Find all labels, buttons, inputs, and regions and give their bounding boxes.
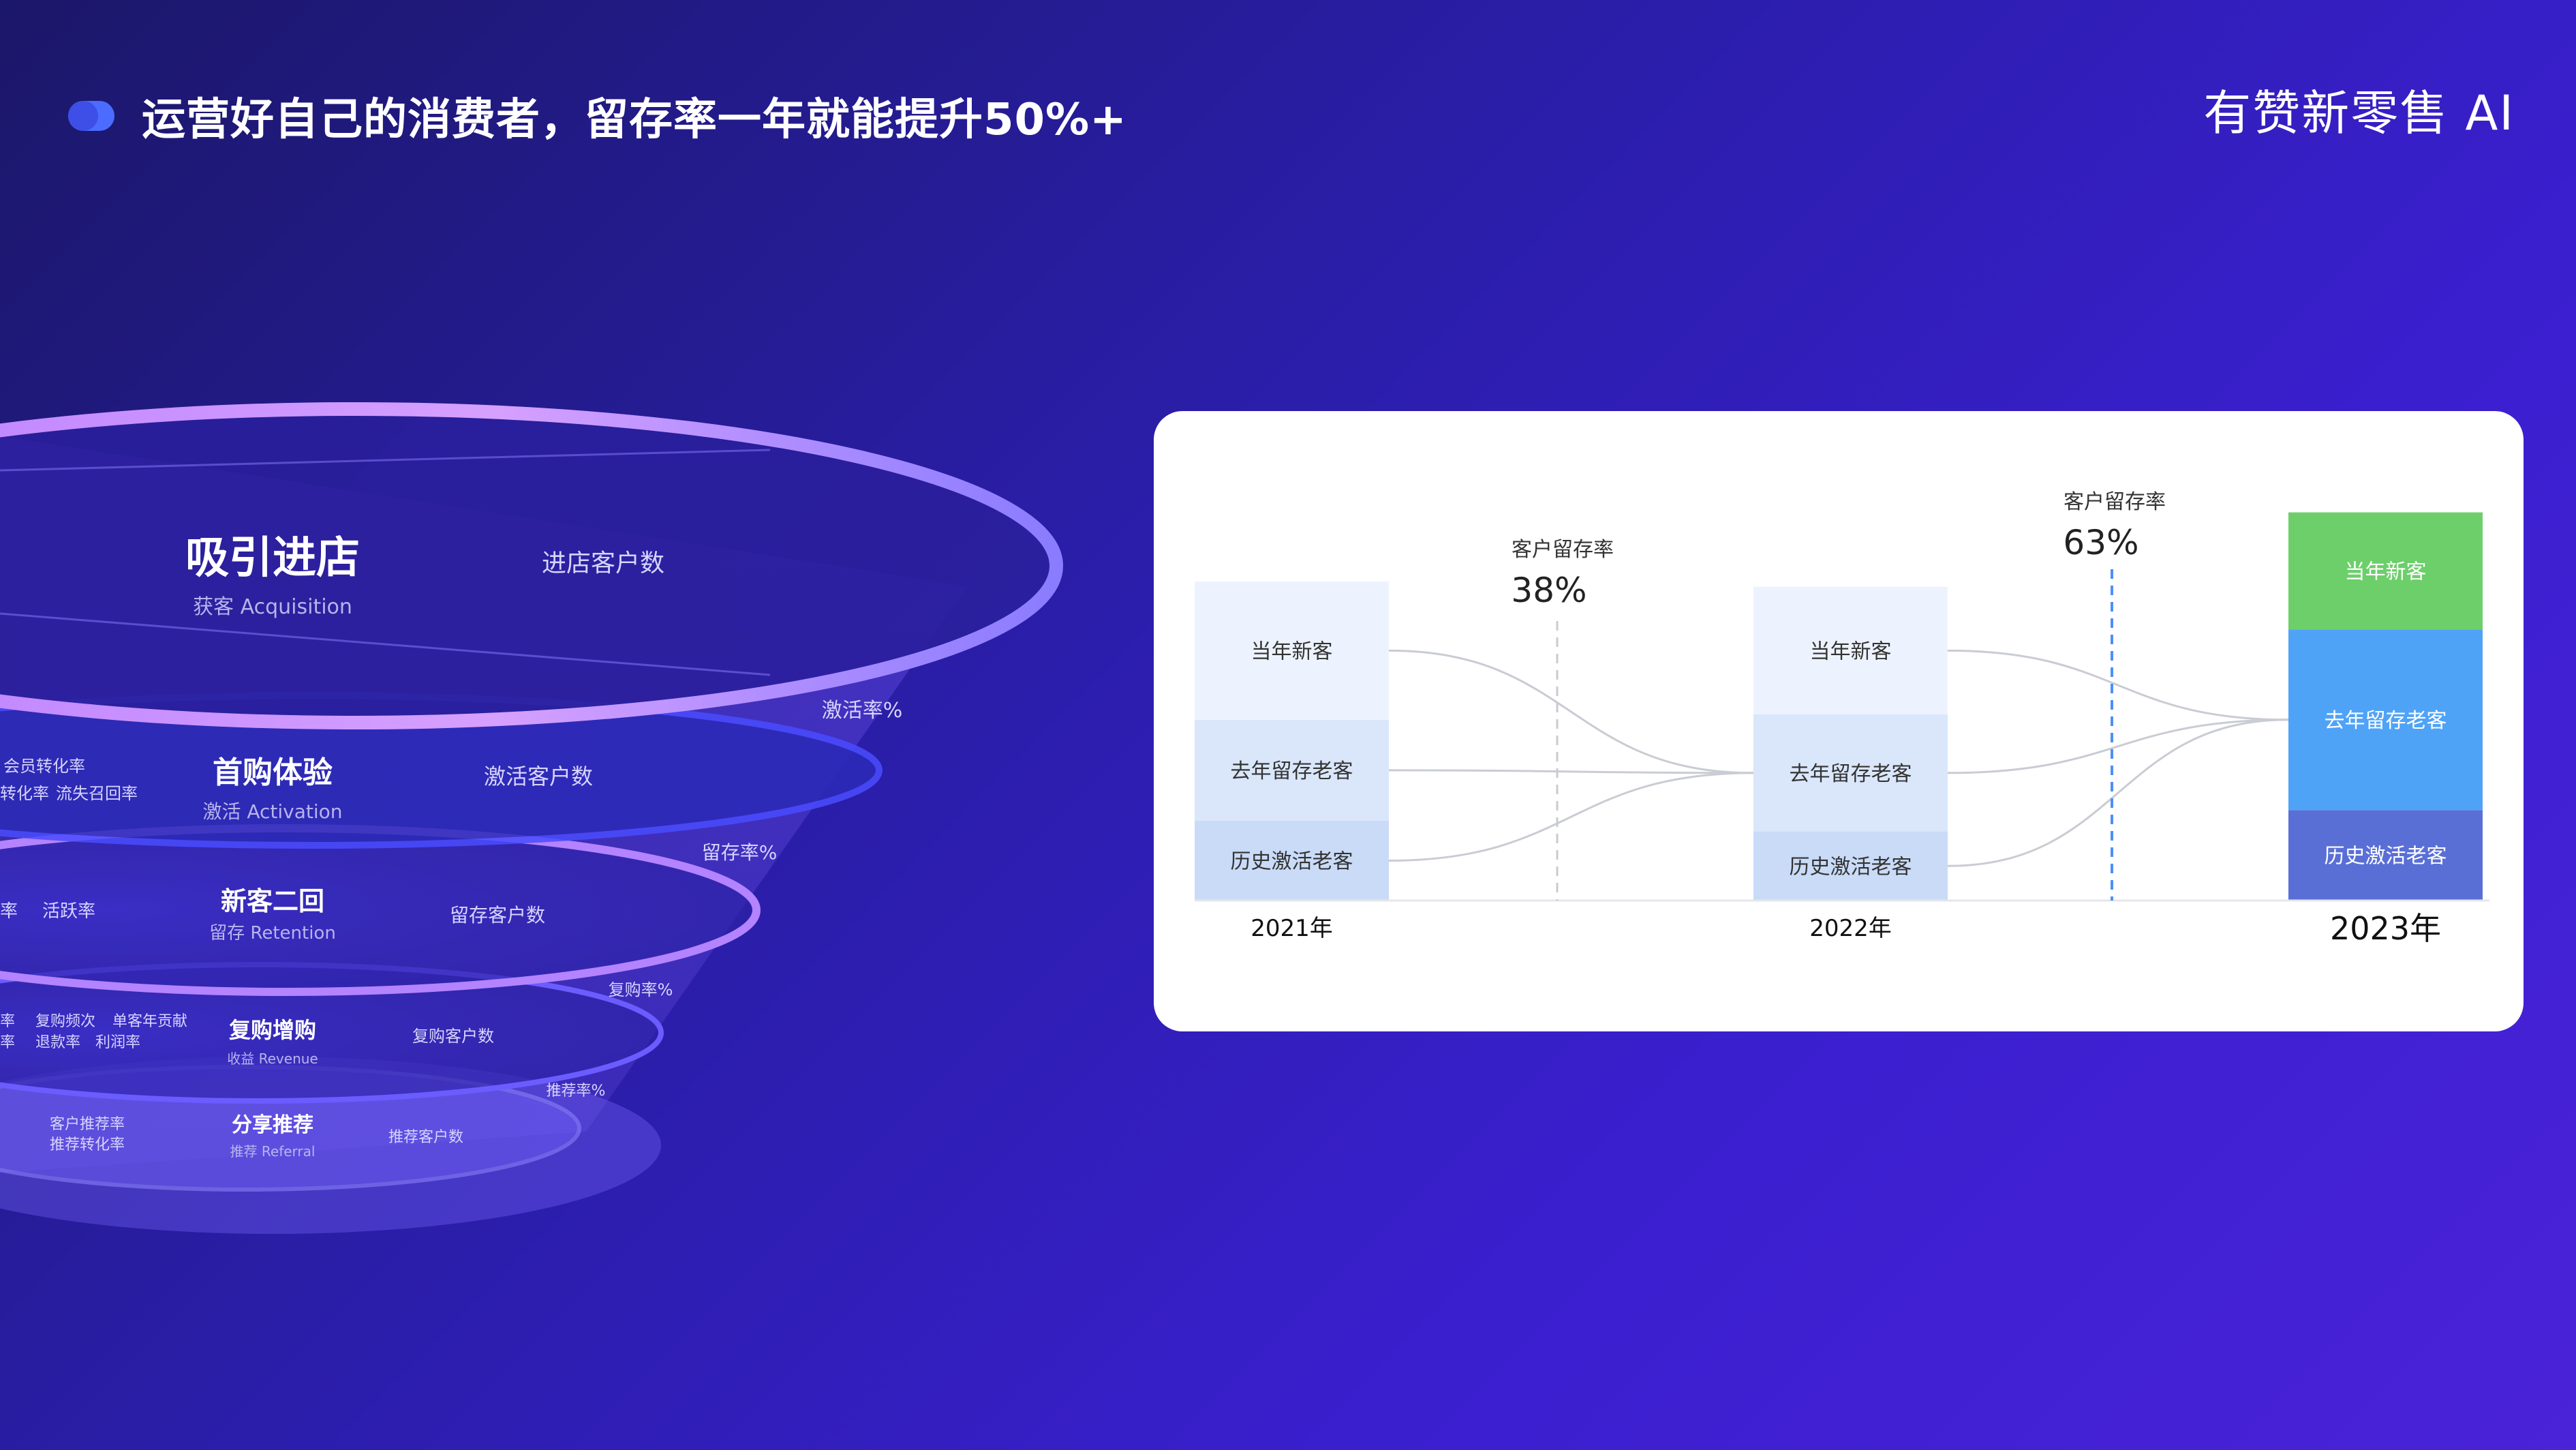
layer-4-subtitle: 收益 Revenue: [227, 1051, 318, 1067]
funnel-ring-1: [0, 402, 1063, 729]
flow-link: [1947, 719, 2289, 867]
layer-5-subtitle: 推荐 Referral: [230, 1143, 316, 1160]
funnel-top-disk: [0, 409, 1056, 723]
x-axis-labels: 2021年 2022年 2023年: [1251, 910, 2441, 947]
x-tick-label: 2022年: [1809, 915, 1892, 942]
layer-4-left-metric: 率: [0, 1034, 15, 1051]
layer-2-metric: 激活客户数: [484, 764, 593, 789]
bar-segment: [1195, 719, 1389, 821]
flow-link: [1947, 719, 2289, 774]
flow-link: [1388, 772, 1754, 862]
bar-segment-label: 当年新客: [1810, 639, 1892, 663]
layer-5-left-metric: 推荐转化率: [50, 1136, 125, 1153]
bar-segment-label: 历史激活老客: [2325, 845, 2447, 869]
bar-segment: [2288, 512, 2483, 630]
funnel-ring-3: [0, 824, 761, 996]
funnel-divider-line: [0, 449, 771, 472]
x-tick-label: 2021年: [1251, 915, 1333, 942]
layer-1-rate: 激活率%: [822, 699, 903, 723]
x-tick-label: 2023年: [2330, 910, 2441, 947]
bar-segment: [1753, 831, 1948, 901]
bullet-toggle-icon: [68, 101, 114, 131]
retention-label-2: 客户留存率: [2064, 490, 2166, 514]
bar-segment-label: 历史激活老客: [1231, 850, 1353, 874]
bar-segment: [1195, 581, 1389, 720]
stacked-bars: 历史激活老客去年留存老客当年新客历史激活老客去年留存老客当年新客历史激活老客去年…: [1195, 512, 2483, 901]
bar-segment-label: 去年留存老客: [1790, 762, 1912, 786]
layer-3-left-metric: 活跃率: [42, 901, 95, 922]
flow-links: [1388, 649, 2289, 867]
flow-link: [1947, 649, 2289, 721]
retention-value-1: 38%: [1511, 571, 1586, 610]
retention-stacked-chart: 历史激活老客去年留存老客当年新客历史激活老客去年留存老客当年新客历史激活老客去年…: [1195, 490, 2489, 947]
layer-4-left-metric: 退款率: [35, 1034, 80, 1051]
layer-3-title: 新客二回: [221, 886, 324, 916]
page-title: 运营好自己的消费者，留存率一年就能提升50%+: [142, 95, 1127, 145]
layer-4-left-metric: 复购频次: [35, 1013, 95, 1030]
layer-5-title: 分享推荐: [232, 1113, 313, 1137]
bar-segment: [2288, 629, 2483, 811]
layer-5-metric: 推荐客户数: [388, 1129, 463, 1146]
bar-segment: [1753, 586, 1948, 714]
bar-segment: [1753, 714, 1948, 832]
layer-2-left-metric: 会员转化率: [3, 757, 85, 776]
bar-segment: [2288, 810, 2483, 901]
retention-label-1: 客户留存率: [1512, 538, 1614, 562]
layer-2-rate: 留存率%: [702, 841, 778, 864]
layer-4-title: 复购增购: [229, 1017, 316, 1043]
bar-segment: [1195, 821, 1389, 901]
bar-segment-label: 当年新客: [1251, 639, 1333, 663]
layer-3-left-metric: 率: [0, 901, 18, 922]
retention-value-2: 63%: [2063, 523, 2138, 562]
layer-4-left-metric: 率: [0, 1013, 15, 1030]
layer-5-left-metric: 客户推荐率: [50, 1116, 125, 1133]
layer-1-subtitle: 获客 Acquisition: [193, 595, 352, 619]
bar-segment-label: 历史激活老客: [1790, 855, 1912, 879]
brand-logo: 有赞新零售 AI: [2203, 85, 2515, 141]
layer-2-subtitle: 激活 Activation: [202, 800, 342, 823]
bar-segment-label: 去年留存老客: [2325, 709, 2447, 733]
bar-segment-label: 去年留存老客: [1231, 759, 1353, 783]
layer-3-rate: 复购率%: [609, 980, 673, 999]
layer-3-metric: 留存客户数: [450, 904, 545, 926]
layer-4-metric: 复购客户数: [412, 1027, 494, 1046]
layer-4-rate: 推荐率%: [547, 1083, 606, 1100]
layer-2-title: 首购体验: [213, 755, 333, 790]
layer-2-left-metric: 流失召回率: [56, 784, 138, 803]
flow-link: [1388, 769, 1754, 774]
layer-1-title: 吸引进店: [185, 533, 360, 584]
layer-1-metric: 进店客户数: [542, 549, 664, 577]
flow-link: [1388, 649, 1754, 774]
layer-3-subtitle: 留存 Retention: [209, 923, 336, 943]
aarrr-funnel: 吸引进店 获客 Acquisition 进店客户数 激活率% 首购体验 激活 A…: [0, 402, 1063, 1234]
retention-chart-card: 历史激活老客去年留存老客当年新客历史激活老客去年留存老客当年新客历史激活老客去年…: [1154, 411, 2524, 1031]
layer-4-left-metric: 单客年贡献: [112, 1013, 187, 1030]
page-header: 运营好自己的消费者，留存率一年就能提升50%+: [68, 82, 1127, 150]
bar-segment-label: 当年新客: [2345, 560, 2427, 584]
layer-4-left-metric: 利润率: [95, 1034, 140, 1051]
layer-2-left-metric: 转化率: [0, 784, 49, 803]
funnel-divider-line: [0, 612, 771, 676]
